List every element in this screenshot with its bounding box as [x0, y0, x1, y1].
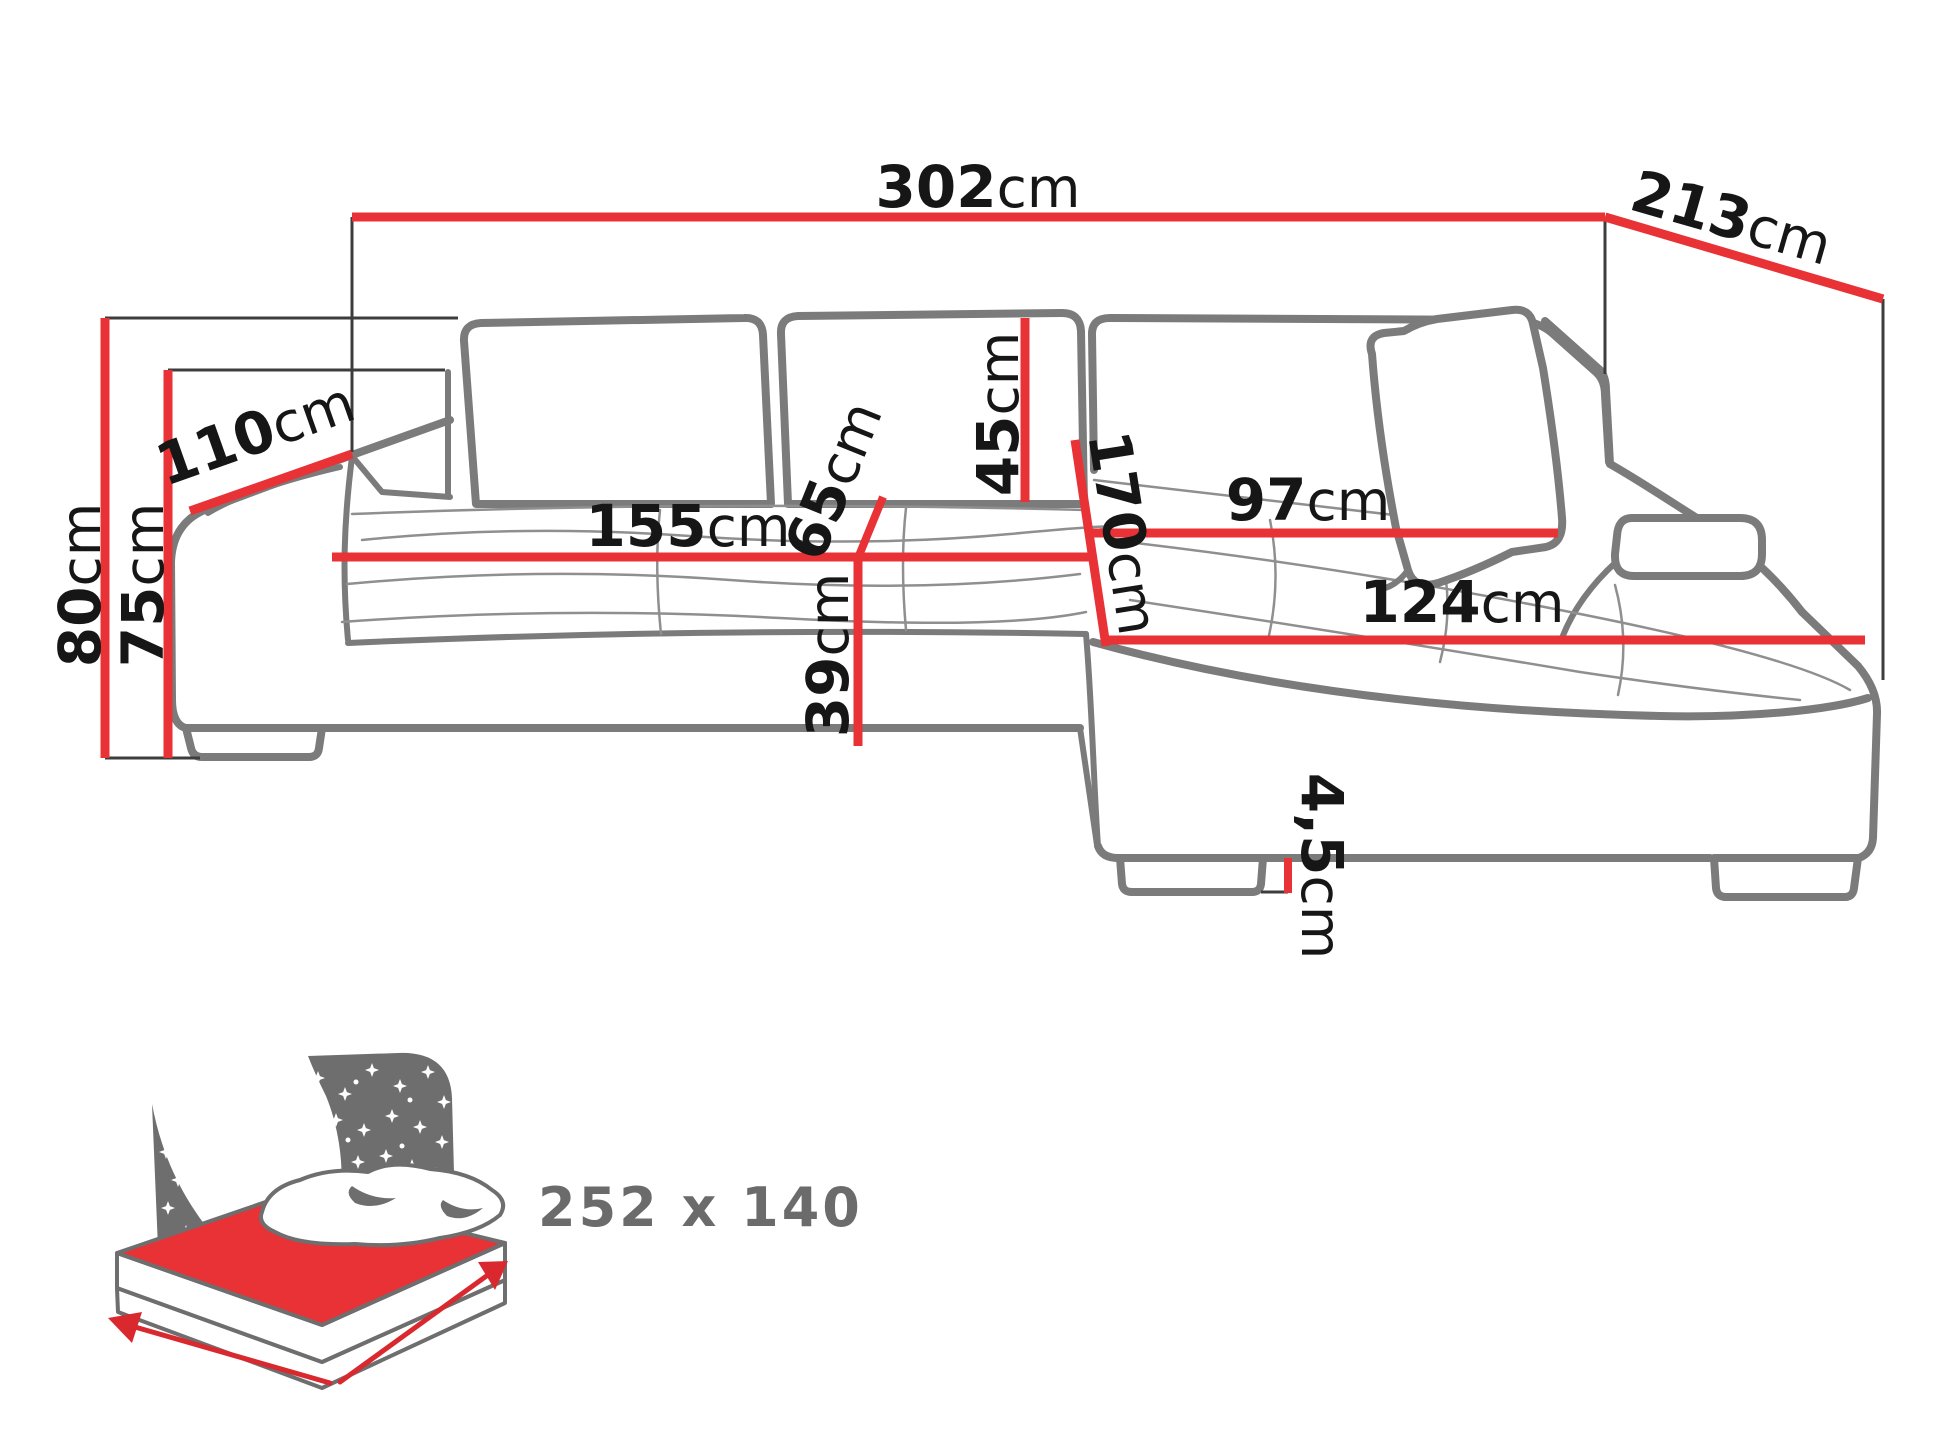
dimension-labels: 302cm 213cm 80cm 75cm 110cm 45cm 155cm 6…	[46, 153, 1839, 959]
projection-lines	[105, 217, 1885, 894]
sofa-left-leg	[182, 724, 326, 761]
star-dot	[353, 1079, 359, 1085]
label-back-cushion-height: 45cm	[964, 332, 1032, 497]
label-armrest-length: 110cm	[147, 367, 363, 499]
label-seat-height: 39cm	[794, 573, 862, 738]
chaise-left-join-edge	[1077, 725, 1100, 848]
duvet-shape	[258, 1162, 506, 1248]
sofa-back-corner-post	[349, 369, 453, 500]
bed-width-arrowhead	[478, 1261, 508, 1290]
pillow	[1366, 305, 1567, 589]
right-armrest-pad	[1610, 514, 1766, 580]
dim-line-total-depth	[1603, 212, 1885, 304]
dim-line-armrest-length	[188, 449, 354, 516]
star-dot	[399, 1143, 405, 1149]
label-seat-width: 155cm	[586, 492, 791, 560]
seat-tufting-seams	[340, 478, 1852, 702]
sofa-drawing	[167, 305, 1882, 901]
label-total-depth: 213cm	[1624, 157, 1840, 279]
night-sky-wedge	[152, 1104, 224, 1248]
sleeping-area-icon: 252 x 140	[108, 1052, 863, 1390]
bed-length-arrowhead	[108, 1312, 142, 1343]
back-cushion-1	[459, 313, 775, 508]
chaise-right-leg	[1710, 854, 1862, 901]
bed-length-arrow	[125, 1322, 333, 1386]
star-dot	[345, 1137, 351, 1143]
dim-line-chaise-length	[1070, 439, 1111, 647]
sofa-right-side-edge	[1798, 608, 1882, 862]
chaise-front-leg	[1116, 854, 1267, 896]
back-cushion-2	[776, 309, 1088, 508]
star-icon	[323, 1145, 337, 1159]
sofa-seat-front-edge-left	[345, 628, 1089, 646]
duvet-fold-2	[440, 1200, 483, 1219]
label-chaise-width: 124cm	[1360, 568, 1565, 636]
sofa-left-arm-inner-edge	[341, 454, 355, 643]
pillow-fold-line	[1382, 567, 1411, 591]
bed-width-arrow	[337, 1269, 495, 1385]
label-total-height: 80cm	[46, 503, 114, 668]
dimension-lines	[100, 212, 1885, 893]
bed-dimension-arrows	[108, 1261, 508, 1386]
dim-line-seat-depth	[854, 495, 887, 560]
chaise-seat-front-edge	[1089, 638, 1872, 721]
star-dot	[407, 1097, 413, 1103]
sleeping-area-label: 252 x 140	[538, 1176, 863, 1239]
label-backrest-height: 75cm	[109, 503, 177, 668]
label-leg-height: 4,5cm	[1288, 773, 1356, 960]
label-chaise-seat-width: 97cm	[1226, 466, 1391, 534]
label-total-width: 302cm	[876, 153, 1081, 221]
duvet-fold-1	[348, 1186, 396, 1207]
sofa-right-arm-inner	[1559, 559, 1619, 641]
